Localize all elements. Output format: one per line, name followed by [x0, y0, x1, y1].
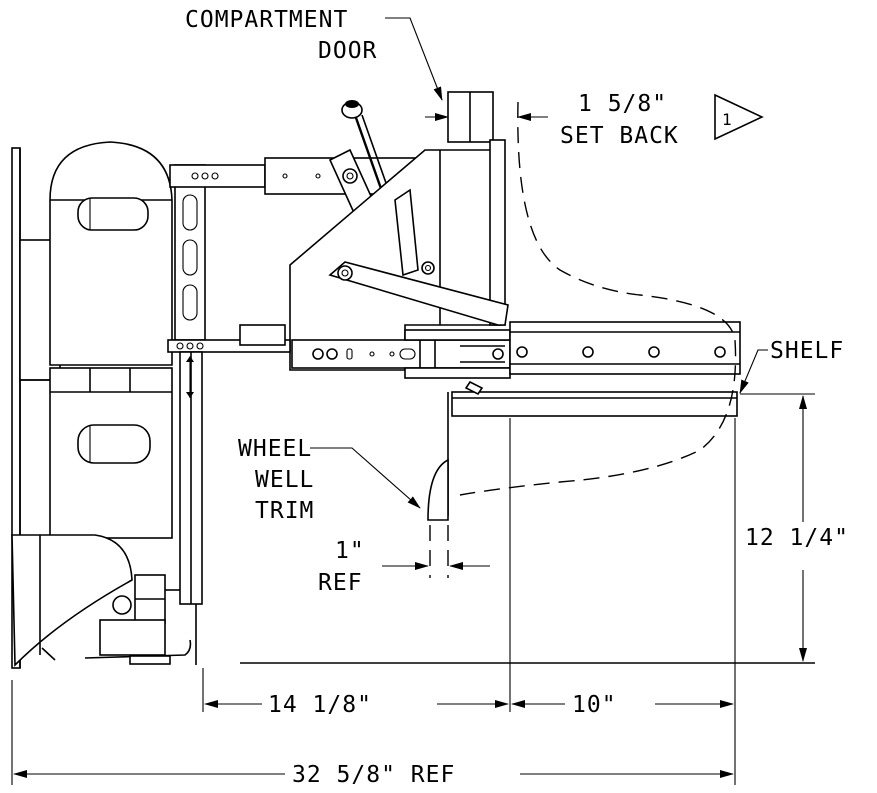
height-dimension-label: 12 1/4": [745, 525, 849, 551]
compartment-door-leader: [385, 17, 443, 101]
shelf-rail: [509, 321, 741, 375]
shelf-label: SHELF: [770, 338, 844, 364]
note-flag-triangle: [714, 93, 764, 141]
compartment-door-label-line2: DOOR: [318, 38, 377, 64]
dimension-10-label: 10": [572, 692, 617, 718]
setback-label-line2: SET BACK: [560, 123, 679, 149]
setback-dimension: [425, 93, 764, 141]
wheel-well-trim: [427, 458, 449, 578]
ref-1-inch-label-line1: 1": [335, 538, 365, 564]
wheel-well-label-line3: TRIM: [255, 498, 314, 524]
door-swing-path: [459, 101, 737, 496]
ref-1-inch-label-line2: REF: [318, 570, 363, 596]
setback-label-line1: 1 5/8": [578, 91, 667, 117]
extension-lines: [11, 393, 815, 785]
vertical-post: [179, 351, 203, 665]
note-flag-number: 1: [722, 110, 733, 129]
lower-storage-cylinder: [49, 367, 173, 539]
wheel-well-label-line1: WHEEL: [238, 436, 312, 462]
compartment-door-label-line1: COMPARTMENT: [185, 7, 348, 33]
upper-storage-cylinder: [49, 141, 173, 366]
wheel-well-label-line2: WELL: [255, 467, 314, 493]
side-bracket-plate: [289, 91, 509, 371]
release-lever-handle: [328, 100, 393, 217]
lower-slide-arm: [167, 324, 511, 379]
dimension-14-1-8-label: 14 1/8": [268, 692, 372, 718]
dimension-32-5-8-label: 32 5/8" REF: [292, 762, 455, 788]
wheel-well-leader: [310, 447, 421, 509]
shelf-board: [447, 380, 738, 516]
shelf-leader: [739, 349, 768, 394]
lower-drawer-assembly: [11, 534, 192, 667]
